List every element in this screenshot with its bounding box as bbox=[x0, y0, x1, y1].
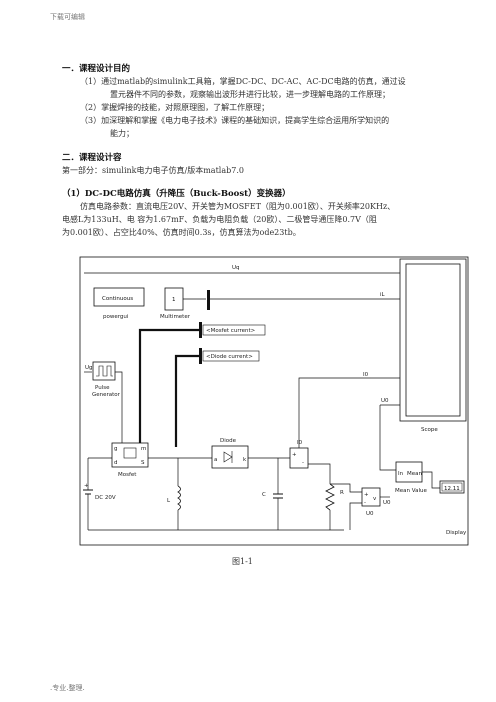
u0-meas-plus: + bbox=[364, 492, 369, 498]
resistor-icon bbox=[325, 483, 335, 511]
multimeter-value: 1 bbox=[172, 297, 176, 303]
mosfet-block bbox=[111, 442, 149, 468]
section1-title: 一．课程设计目的 bbox=[62, 64, 131, 74]
label-u0: U0 bbox=[381, 398, 389, 404]
label-i0: I0 bbox=[363, 372, 369, 378]
mean-value-label: Mean Value bbox=[395, 488, 427, 494]
section2-title: 二．课程设计容 bbox=[62, 153, 122, 163]
section2-part: 第一部分：simulink电力电子仿真/版本matlab7.0 bbox=[62, 166, 244, 175]
dc-label: DC 20V bbox=[95, 495, 116, 501]
capacitor-label: C bbox=[262, 492, 266, 498]
i0-meas-minus: - bbox=[302, 460, 304, 466]
powergui-continuous: Continuous bbox=[102, 296, 133, 302]
diagram-frame bbox=[79, 256, 469, 546]
page-header: 下载可编辑 bbox=[50, 13, 85, 21]
diode-block bbox=[211, 445, 249, 469]
i0-meas-label: I0 bbox=[297, 440, 303, 446]
section1-item-3a: （3）加深理解和掌握《电力电子技术》课程的基础知识，提高学生综合运用所学知识的 bbox=[80, 116, 390, 125]
multimeter-label: Multimeter bbox=[160, 314, 191, 320]
section2-para-1: 仿真电路参数：直流电压20V、开关管为MOSFET（阻为0.001欧）、开关频率… bbox=[80, 202, 396, 211]
mosfet-icon bbox=[123, 447, 137, 459]
demux-bar bbox=[207, 290, 210, 310]
pulse-icon bbox=[96, 365, 113, 377]
powergui-label: powergui bbox=[103, 314, 129, 320]
mosfet-port-m: m bbox=[141, 446, 146, 452]
mosfet-label: Mosfet bbox=[118, 472, 137, 478]
diode-port-a: a bbox=[214, 457, 217, 463]
display-value: 12.11 bbox=[444, 486, 460, 492]
label-mosfet-current: <Mosfet current> bbox=[206, 328, 256, 334]
bus-diode bbox=[174, 354, 199, 447]
pulse-generator-block bbox=[92, 361, 116, 381]
bus-mosfet bbox=[138, 328, 199, 447]
section2-para-3: 为0.001欧）、占空比40%、仿真时间0.3s，仿真算法为ode23tb。 bbox=[62, 228, 301, 237]
label-ug: Ug bbox=[85, 365, 93, 371]
label-uq: Uq bbox=[232, 265, 240, 271]
section2-para-2: 电感L为133uH、电 容为1.67mF、负载为电阻负载（20欧）、二极管导通压… bbox=[62, 215, 377, 224]
scope-label: Scope bbox=[421, 427, 438, 433]
i0-meas-plus: + bbox=[292, 452, 297, 458]
diode-port-k: k bbox=[243, 457, 247, 463]
diode-icon bbox=[223, 451, 233, 463]
u0-meas-v: v bbox=[373, 496, 377, 502]
powergui-block bbox=[93, 287, 145, 307]
scope-block bbox=[399, 258, 467, 422]
section1-item-2: （2）掌握焊接的技能，对照原理图，了解工作原理； bbox=[80, 103, 270, 112]
section1-item-1b: 置元器件不同的参数，观察输出波形并进行比较，进一步理解电路的工作原理； bbox=[110, 90, 390, 99]
mean-in: In bbox=[398, 471, 404, 477]
diode-current-tag bbox=[202, 350, 260, 362]
dc-plus: + bbox=[84, 483, 89, 489]
generator-label: Generator bbox=[92, 392, 121, 398]
mosfet-port-d: d bbox=[114, 460, 118, 466]
inductor-icon bbox=[177, 485, 181, 511]
label-u0b: U0 bbox=[383, 500, 391, 506]
section1-item-1a: （1）通过matlab的simulink工具箱，掌握DC-DC、DC-AC、AC… bbox=[80, 77, 406, 86]
scope-screen bbox=[405, 263, 461, 417]
mosfet-port-s: S bbox=[141, 460, 145, 466]
section2-subtitle: （1）DC-DC电路仿真（升降压（Buck-Boost）变换器） bbox=[62, 189, 291, 199]
resistor-label: R bbox=[340, 490, 344, 496]
i0-measurement-block bbox=[289, 447, 309, 469]
figure-caption: 图1-1 bbox=[232, 557, 253, 566]
diode-label: Diode bbox=[220, 438, 237, 444]
page-footer: .专业.整理. bbox=[50, 684, 85, 692]
label-il: iL bbox=[380, 292, 386, 298]
inductor-label: L bbox=[167, 498, 171, 504]
display-block bbox=[439, 480, 465, 494]
u0-meas-minus: - bbox=[364, 500, 366, 506]
display-label: Display bbox=[446, 530, 467, 536]
pulse-label: Pulse bbox=[95, 385, 110, 391]
mean-word: Mean bbox=[407, 471, 422, 477]
section1-item-3b: 能力； bbox=[110, 129, 134, 138]
mosfet-port-g: g bbox=[114, 446, 118, 452]
u0-meas-label: U0 bbox=[366, 511, 374, 517]
label-diode-current: <Diode current> bbox=[206, 354, 253, 360]
mosfet-current-tag bbox=[202, 324, 266, 336]
